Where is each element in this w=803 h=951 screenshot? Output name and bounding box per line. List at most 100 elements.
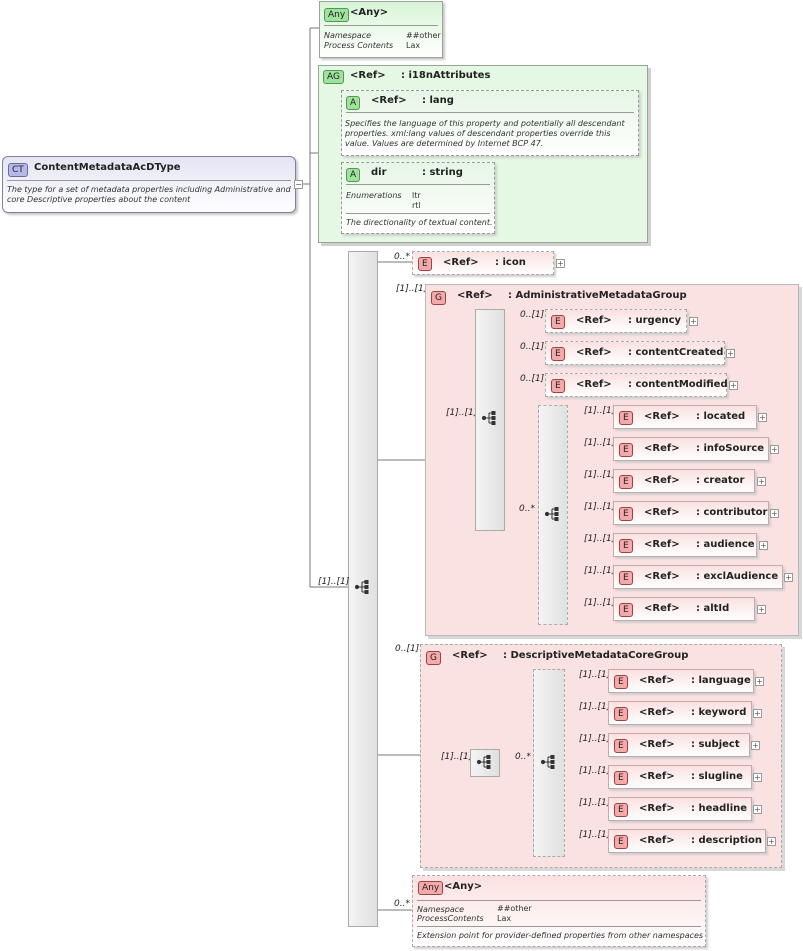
content-created-name: : contentCreated <box>628 347 724 358</box>
element-badge: E <box>551 379 565 393</box>
admin-group-ref: <Ref> <box>457 290 493 301</box>
contributor-name: : contributor <box>696 507 768 518</box>
enum-value-ltr: ltr <box>412 191 421 200</box>
expand-icon[interactable]: + <box>770 445 779 454</box>
element-badge: E <box>614 707 628 721</box>
language-element-box[interactable]: E <Ref> : language <box>608 669 754 693</box>
sequence-icon <box>482 411 496 425</box>
process-contents-label: ProcessContents <box>417 914 484 923</box>
desc-group-ref: <Ref> <box>452 650 488 661</box>
expand-icon[interactable]: + <box>770 509 779 518</box>
enumerations-label: Enumerations <box>346 191 402 200</box>
contributor-ref: <Ref> <box>644 507 680 518</box>
description-element-box[interactable]: E <Ref> : description <box>608 829 766 853</box>
content-created-ref: <Ref> <box>576 347 612 358</box>
keyword-name: : keyword <box>691 707 747 718</box>
expand-icon[interactable]: + <box>753 709 762 718</box>
alt-id-element-box[interactable]: E <Ref> : altId <box>613 597 755 621</box>
content-modified-element-box[interactable]: E <Ref> : contentModified <box>545 373 728 397</box>
located-ref: <Ref> <box>644 411 680 422</box>
content-created-occurrence: 0..[1] <box>520 342 545 352</box>
element-badge: E <box>619 571 633 585</box>
any-badge: Any <box>324 8 350 22</box>
desc-choice-bar[interactable] <box>533 669 565 857</box>
info-source-occurrence: [1]..[1] <box>584 438 616 448</box>
expand-icon[interactable]: + <box>753 805 762 814</box>
complex-type-box[interactable]: CT ContentMetadataAcDType The type for a… <box>2 156 296 213</box>
admin-choice-bar[interactable] <box>538 405 568 625</box>
expand-icon[interactable]: + <box>556 259 565 268</box>
expand-icon[interactable]: + <box>759 541 768 550</box>
audience-ref: <Ref> <box>644 539 680 550</box>
expand-icon[interactable]: + <box>729 381 738 390</box>
slugline-name: : slugline <box>691 771 743 782</box>
info-source-ref: <Ref> <box>644 443 680 454</box>
attribute-group-box[interactable]: AG <Ref> : i18nAttributes A <Ref> : lang… <box>318 65 648 243</box>
excl-audience-ref: <Ref> <box>644 571 680 582</box>
dir-description: The directionality of textual content. <box>346 218 493 227</box>
sequence-icon <box>355 580 369 594</box>
attribute-group-badge: AG <box>323 70 344 84</box>
expand-icon[interactable]: + <box>726 349 735 358</box>
element-badge: E <box>619 603 633 617</box>
located-occurrence: [1]..[1] <box>584 406 616 416</box>
keyword-occurrence: [1]..[1] <box>579 702 611 712</box>
expand-icon[interactable]: + <box>689 317 698 326</box>
collapse-toggle-icon[interactable]: − <box>294 180 303 189</box>
contributor-occurrence: [1]..[1] <box>584 502 616 512</box>
divider <box>417 926 701 927</box>
sequence-icon <box>477 755 491 769</box>
keyword-element-box[interactable]: E <Ref> : keyword <box>608 701 752 725</box>
expand-icon[interactable]: + <box>755 677 764 686</box>
content-modified-occurrence: 0..[1] <box>520 374 545 384</box>
lang-badge: A <box>346 96 361 110</box>
language-occurrence: [1]..[1] <box>579 670 611 680</box>
expand-icon[interactable]: + <box>751 741 760 750</box>
namespace-label: Namespace <box>417 905 465 914</box>
lang-attribute-box[interactable]: A <Ref> : lang Specifies the language of… <box>341 90 639 156</box>
element-badge: E <box>551 347 565 361</box>
urgency-element-box[interactable]: E <Ref> : urgency <box>545 309 687 333</box>
headline-element-box[interactable]: E <Ref> : headline <box>608 797 752 821</box>
admin-sequence-bar[interactable] <box>475 309 505 531</box>
expand-icon[interactable]: + <box>757 605 766 614</box>
expand-icon[interactable]: + <box>767 837 776 846</box>
expand-icon[interactable]: + <box>758 413 767 422</box>
info-source-element-box[interactable]: E <Ref> : infoSource <box>613 437 769 461</box>
expand-icon[interactable]: + <box>753 773 762 782</box>
audience-element-box[interactable]: E <Ref> : audience <box>613 533 757 557</box>
urgency-occurrence: 0..[1] <box>520 310 545 320</box>
creator-element-box[interactable]: E <Ref> : creator <box>613 469 755 493</box>
excl-audience-element-box[interactable]: E <Ref> : exclAudience <box>613 565 783 589</box>
desc-group-occurrence: 0..[1] <box>395 644 420 654</box>
expand-icon[interactable]: + <box>784 573 793 582</box>
main-sequence-bar[interactable] <box>348 251 378 927</box>
expand-icon[interactable]: + <box>757 477 766 486</box>
any-attribute-box[interactable]: Any <Any> Namespace ##other Process Cont… <box>319 1 443 58</box>
located-element-box[interactable]: E <Ref> : located <box>613 405 757 429</box>
any-element-box[interactable]: Any <Any> Namespace ##other ProcessConte… <box>412 875 706 947</box>
divider <box>324 25 438 26</box>
dir-attribute-box[interactable]: A dir : string Enumerations ltr rtl The … <box>341 162 495 234</box>
namespace-label: Namespace <box>324 31 372 40</box>
admin-seq-occurrence: [1]..[1] <box>446 408 478 418</box>
admin-group-name: : AdministrativeMetadataGroup <box>508 290 687 301</box>
headline-ref: <Ref> <box>639 803 675 814</box>
icon-element-box[interactable]: E <Ref> : icon <box>412 251 554 275</box>
info-source-name: : infoSource <box>696 443 765 454</box>
desc-seq-occurrence: [1]..[1] <box>441 752 473 762</box>
subject-element-box[interactable]: E <Ref> : subject <box>608 733 750 757</box>
element-badge: E <box>614 675 628 689</box>
attribute-group-ref: <Ref> <box>350 70 386 81</box>
element-badge: E <box>614 803 628 817</box>
any-element-badge: Any <box>418 881 444 895</box>
divider <box>346 112 634 113</box>
desc-sequence-box[interactable] <box>470 749 500 777</box>
admin-choice-occurrence: 0..* <box>519 504 535 514</box>
content-modified-name: : contentModified <box>628 379 728 390</box>
contributor-element-box[interactable]: E <Ref> : contributor <box>613 501 769 525</box>
slugline-occurrence: [1]..[1] <box>579 766 611 776</box>
content-created-element-box[interactable]: E <Ref> : contentCreated <box>545 341 725 365</box>
slugline-element-box[interactable]: E <Ref> : slugline <box>608 765 752 789</box>
subject-name: : subject <box>691 739 740 750</box>
